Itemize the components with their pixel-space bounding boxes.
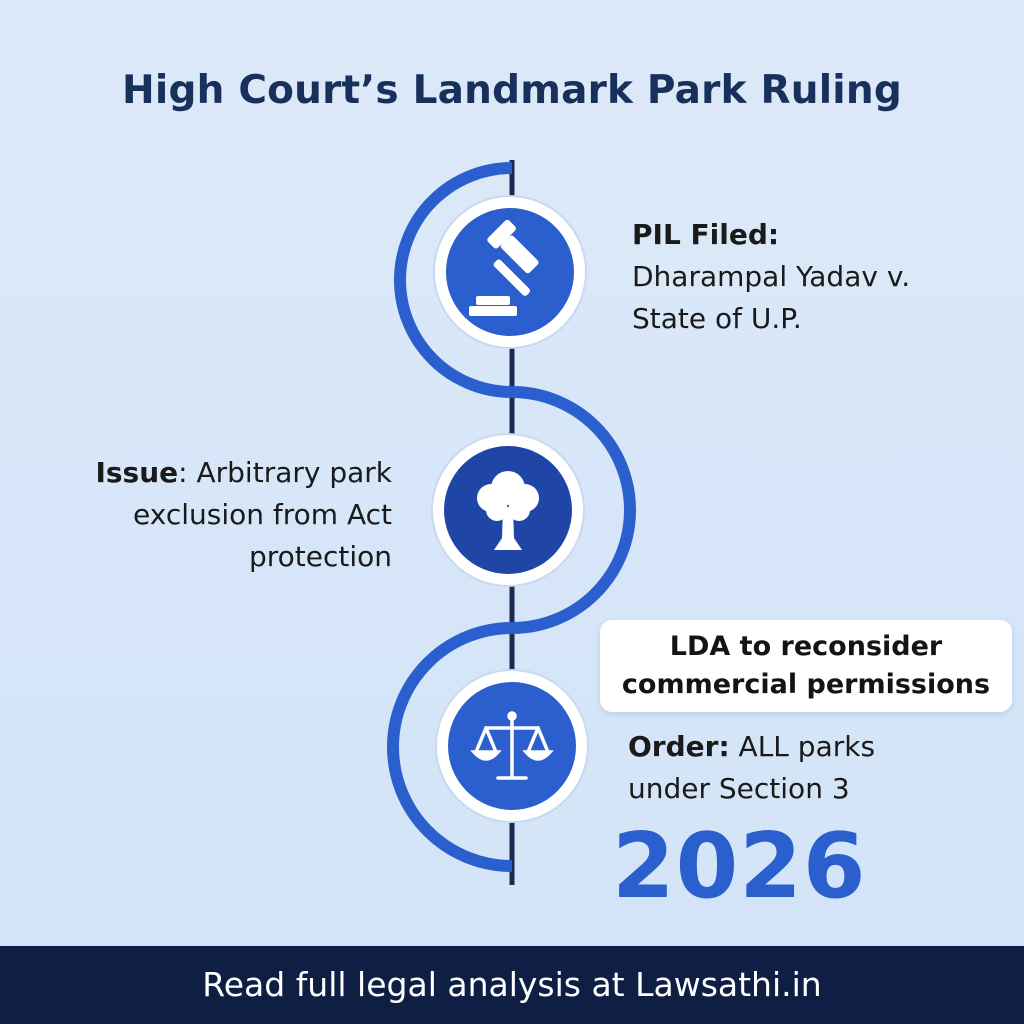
step-1-line2: State of U.P. [632,302,802,335]
year-label: 2026 [612,814,867,919]
timeline-curve-3 [387,622,513,872]
step-1-label: PIL Filed: [632,218,780,251]
callout-box: LDA to reconsider commercial permissions [600,620,1012,712]
footer-banner[interactable]: Read full legal analysis at Lawsathi.in [0,946,1024,1024]
node-1 [433,195,587,349]
step-2-label: Issue [95,456,179,489]
tree-icon [477,471,539,550]
node-3 [435,669,589,823]
step-1-text: PIL Filed: Dharampal Yadav v. State of U… [632,214,1002,340]
node-2 [431,433,585,587]
scales-icon [470,711,554,780]
step-1-line1: Dharampal Yadav v. [632,260,911,293]
step-2-line2: exclusion from Act [133,498,392,531]
page-title: High Court’s Landmark Park Ruling [122,68,902,113]
callout-line1: LDA to reconsider [669,631,943,662]
step-2-line1: : Arbitrary park [178,456,392,489]
step-2-text: Issue: Arbitrary park exclusion from Act… [20,452,392,578]
timeline-curve-1 [394,162,513,398]
step-3-text: Order: ALL parks under Section 3 [628,726,998,810]
step-3-line2: under Section 3 [628,772,850,805]
timeline-graphic [387,160,636,885]
step-3-line1: ALL parks [729,730,876,763]
timeline-curve-2 [511,386,636,634]
step-3-label: Order: [628,730,730,763]
gavel-icon [469,219,539,316]
step-2-line3: protection [248,540,392,573]
callout-line2: commercial permissions [621,669,991,700]
